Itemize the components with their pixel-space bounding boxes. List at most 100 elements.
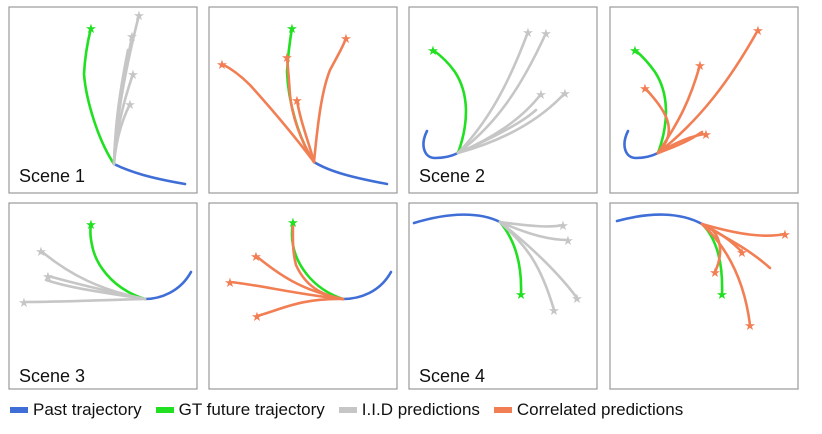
panel-frame xyxy=(8,6,198,194)
corr-trajectory-line xyxy=(700,222,744,254)
corr-trajectory-line xyxy=(295,98,316,164)
endpoint-star-icon: ★ xyxy=(127,68,139,83)
endpoint-star-icon: ★ xyxy=(224,276,236,291)
corr-trajectory-line xyxy=(700,222,752,327)
corr-trajectory-line xyxy=(285,55,316,164)
past-trajectory-line xyxy=(312,160,389,186)
iid-trajectory-line xyxy=(22,297,147,304)
panel-frame xyxy=(208,202,398,390)
endpoint-star-icon: ★ xyxy=(126,30,138,45)
legend-swatch-past xyxy=(10,407,28,413)
endpoint-star-icon: ★ xyxy=(540,27,552,42)
scene-label: Scene 2 xyxy=(419,166,485,186)
endpoint-star-icon: ★ xyxy=(709,266,721,281)
endpoint-star-icon: ★ xyxy=(522,26,534,41)
endpoint-star-icon: ★ xyxy=(291,94,303,109)
legend-label-gt: GT future trajectory xyxy=(178,400,325,419)
endpoint-star-icon: ★ xyxy=(287,216,299,231)
iid-trajectory-line xyxy=(456,31,548,155)
panel-scene3-iid: ★ ★ ★ ★ Scene 3 xyxy=(8,202,198,390)
panel-frame xyxy=(408,202,598,390)
legend-swatch-corr xyxy=(493,407,512,413)
legend-label-corr: Correlated predictions xyxy=(516,400,684,419)
panel-frame xyxy=(208,6,398,194)
endpoint-star-icon: ★ xyxy=(250,250,262,265)
endpoint-star-icon: ★ xyxy=(340,32,352,47)
legend-swatch-iid xyxy=(338,407,357,413)
past-trajectory-line xyxy=(412,213,502,225)
legend-label-past: Past trajectory xyxy=(33,400,142,419)
gt-trajectory-line xyxy=(89,222,147,301)
legend: Past trajectory GT future trajectory I.I… xyxy=(10,398,820,422)
panel-frame xyxy=(8,202,198,390)
gt-trajectory-line xyxy=(431,48,468,155)
endpoint-star-icon: ★ xyxy=(629,44,641,59)
iid-trajectory-line xyxy=(456,91,567,155)
corr-trajectory-line xyxy=(656,130,704,155)
iid-trajectory-line xyxy=(498,220,579,300)
corr-trajectory-line xyxy=(700,222,787,237)
past-trajectory-line xyxy=(615,213,704,226)
endpoint-star-icon: ★ xyxy=(559,87,571,102)
corr-trajectory-line xyxy=(656,28,760,155)
legend-item-past: Past trajectory xyxy=(10,400,142,420)
legend-swatch-gt xyxy=(155,407,174,413)
panel-scene1-correlated: ★ ★ ★ ★ ★ xyxy=(208,6,398,194)
gt-trajectory-line xyxy=(633,48,668,155)
endpoint-star-icon: ★ xyxy=(694,59,706,74)
corr-trajectory-line xyxy=(228,280,345,301)
endpoint-star-icon: ★ xyxy=(18,296,30,311)
panel-scene3-correlated: ★ ★ ★ ★ xyxy=(208,202,398,390)
past-trajectory-line xyxy=(143,270,193,301)
past-trajectory-line xyxy=(341,270,393,301)
iid-trajectory-line xyxy=(498,220,565,228)
panel-scene4-correlated: ★ ★ ★ ★ ★ xyxy=(609,202,799,390)
panel-scene4-iid: ★ ★ ★ ★ ★ Scene 4 xyxy=(408,202,598,390)
scene-label: Scene 4 xyxy=(419,366,485,386)
corr-trajectory-line xyxy=(254,254,345,301)
legend-item-gt: GT future trajectory xyxy=(155,400,325,420)
endpoint-star-icon: ★ xyxy=(281,51,293,66)
iid-trajectory-line xyxy=(456,30,530,155)
panel-scene2-correlated: ★ ★ ★ ★ ★ xyxy=(609,6,799,194)
endpoint-star-icon: ★ xyxy=(562,234,574,249)
corr-trajectory-line xyxy=(255,297,345,318)
endpoint-star-icon: ★ xyxy=(124,98,136,113)
panel-frame xyxy=(609,6,799,194)
past-trajectory-line xyxy=(422,129,460,160)
scene-label: Scene 1 xyxy=(19,166,85,186)
gt-trajectory-line xyxy=(82,26,116,166)
corr-trajectory-line xyxy=(312,36,348,164)
trajectory-figure: ★ ★ ★ ★ ★ Scene 1 ★ ★ ★ ★ ★ ★ ★ ★ ★ ★ Sc… xyxy=(8,6,799,390)
endpoint-star-icon: ★ xyxy=(548,304,560,319)
legend-label-iid: I.I.D predictions xyxy=(361,400,480,419)
legend-item-corr: Correlated predictions xyxy=(493,400,684,420)
panel-frame xyxy=(408,6,598,194)
endpoint-star-icon: ★ xyxy=(216,58,228,73)
past-trajectory-line xyxy=(623,129,660,160)
endpoint-star-icon: ★ xyxy=(700,128,712,143)
corr-trajectory-line xyxy=(643,86,670,155)
panel-scene1-iid: ★ ★ ★ ★ ★ Scene 1 xyxy=(8,6,198,194)
corr-trajectory-line xyxy=(220,62,316,164)
endpoint-star-icon: ★ xyxy=(779,228,791,243)
endpoint-star-icon: ★ xyxy=(251,310,263,325)
scene-label: Scene 3 xyxy=(19,366,85,386)
endpoint-star-icon: ★ xyxy=(535,88,547,103)
iid-trajectory-line xyxy=(112,48,130,166)
endpoint-star-icon: ★ xyxy=(571,292,583,307)
endpoint-star-icon: ★ xyxy=(427,44,439,59)
endpoint-star-icon: ★ xyxy=(85,22,97,37)
iid-trajectory-line xyxy=(498,220,570,242)
legend-item-iid: I.I.D predictions xyxy=(338,400,480,420)
endpoint-star-icon: ★ xyxy=(133,9,145,24)
endpoint-star-icon: ★ xyxy=(85,218,97,233)
endpoint-star-icon: ★ xyxy=(35,245,47,260)
endpoint-star-icon: ★ xyxy=(515,288,527,303)
panel-scene2-iid: ★ ★ ★ ★ ★ Scene 2 xyxy=(408,6,598,194)
endpoint-star-icon: ★ xyxy=(744,319,756,334)
past-trajectory-line xyxy=(112,162,187,186)
endpoint-star-icon: ★ xyxy=(286,22,298,37)
panel-frame xyxy=(609,202,799,390)
endpoint-star-icon: ★ xyxy=(557,219,569,234)
